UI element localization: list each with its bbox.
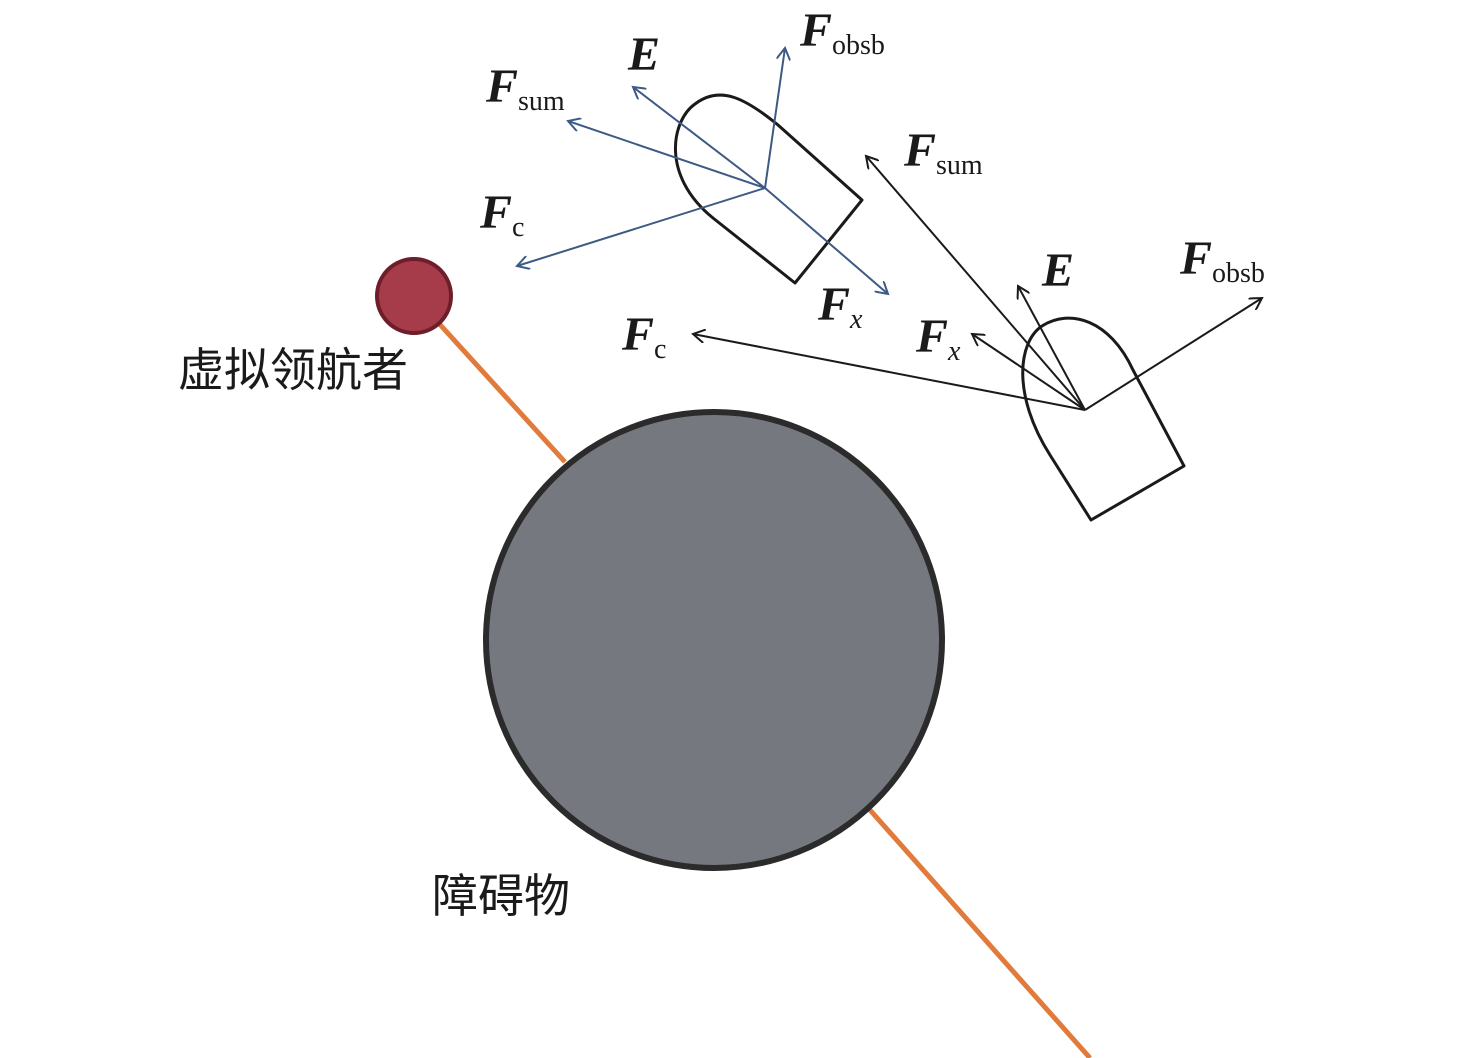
- vessel-a-arrow-c: [517, 187, 766, 266]
- vessel-a-label-x: Fx: [817, 278, 863, 335]
- virtual-leader-marker: [375, 257, 453, 335]
- vessel-b-arrow-c: [693, 334, 1086, 411]
- vessel-a-arrow-x: [764, 187, 888, 294]
- vessel-b-label-sum: Fsum: [903, 124, 983, 181]
- obstacle-label: 障碍物: [432, 869, 570, 923]
- vessel-b-arrow-obsb: [1084, 298, 1262, 411]
- vessel-b-hull: [1021, 316, 1186, 522]
- vessel-b-label-c: Fc: [621, 308, 666, 365]
- vessel-b-arrow-x: [972, 334, 1086, 411]
- vessel-b-label-x: Fx: [915, 310, 961, 367]
- vessel-a-arrow-obsb: [764, 48, 785, 189]
- vessel-a-hull: [673, 93, 864, 285]
- vessel-a-label-obsb: Fobsb: [799, 4, 885, 61]
- vessel-b-arrow-e: [1018, 286, 1086, 411]
- obstacle-circle: [483, 409, 945, 871]
- vessel-a-label-c: Fc: [479, 186, 524, 243]
- leader-path-lower: [868, 808, 1092, 1058]
- vessel-b-label-obsb: Fobsb: [1179, 232, 1265, 289]
- vessel-a-label-sum: Fsum: [485, 60, 565, 117]
- vessel-a: E Fobsb Fsum Fc Fx: [479, 4, 888, 335]
- vessel-a-label-e: E: [627, 28, 660, 81]
- vessel-b-arrow-sum: [866, 156, 1086, 411]
- vessel-b: E Fobsb Fsum Fc Fx: [621, 124, 1265, 522]
- vessel-a-arrow-e: [633, 87, 766, 189]
- vessel-a-arrow-sum: [568, 121, 766, 189]
- vessel-b-label-e: E: [1041, 244, 1074, 297]
- virtual-leader-label: 虚拟领航者: [178, 343, 408, 397]
